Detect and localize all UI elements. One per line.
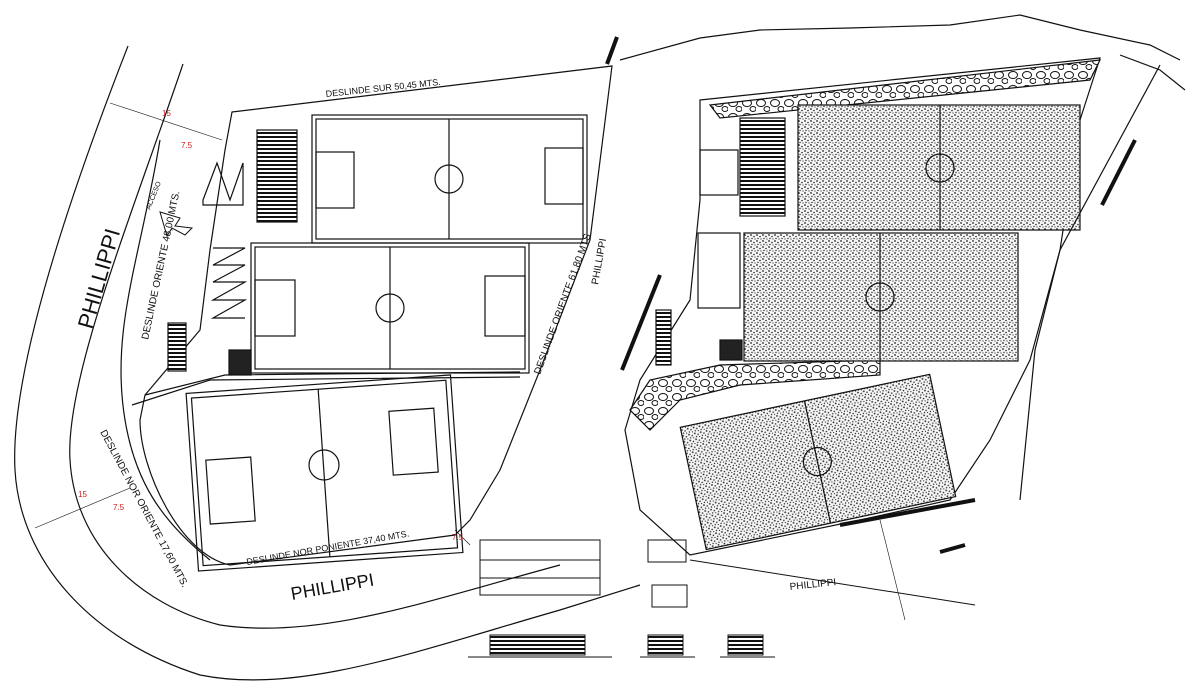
bleacher-top <box>256 129 298 223</box>
building-section-detail <box>489 634 586 656</box>
access-wall-2 <box>131 376 521 406</box>
field-c-midline <box>803 400 832 524</box>
access-label: ACCESO <box>145 180 163 211</box>
dimension-line-road <box>879 519 906 621</box>
field-b-turf <box>743 232 1019 362</box>
terrain-contour <box>619 14 1181 61</box>
field-a-center-circle <box>925 153 955 183</box>
small-elevation-detail <box>651 584 688 608</box>
thick-mark-3 <box>620 274 662 371</box>
terrain-line-right <box>1119 54 1186 91</box>
field-3-box-right <box>388 407 439 476</box>
thick-mark-2 <box>1100 139 1137 206</box>
thick-mark-1 <box>605 36 619 65</box>
field-1-center-circle <box>434 164 464 194</box>
field-a-turf <box>797 104 1081 231</box>
building-plan-detail <box>479 539 601 596</box>
gravel-border-bottom <box>629 359 881 431</box>
left-site-plan <box>14 45 641 681</box>
direction-arrow-right <box>1019 64 1161 501</box>
lot-boundary <box>139 65 613 566</box>
field-1-box-right <box>544 147 584 205</box>
field-1-box-left <box>315 151 355 209</box>
street-label-phillippi-left: PHILLIPPI <box>73 226 125 332</box>
entry-block <box>699 149 739 196</box>
boundary-nor-oriente-label: DESLINDE NOR ORIENTE 17,60 MTS. <box>97 428 190 589</box>
dimension-line-right <box>454 529 471 546</box>
dim-75-top: 7.5 <box>181 141 193 150</box>
dim-75-right: 7.5 <box>452 533 464 542</box>
dim-75-bottom: 7.5 <box>113 503 125 512</box>
restroom-block <box>697 232 741 309</box>
bench-right <box>228 349 252 376</box>
dim-15-bottom: 15 <box>78 490 87 499</box>
field-3-center-circle <box>308 449 340 481</box>
gravel-border-top <box>708 59 1102 119</box>
field-3-box-left <box>205 456 256 525</box>
dark-bench <box>719 339 743 361</box>
road-outer-edge <box>14 45 641 681</box>
boundary-sur-label: DESLINDE SUR 50,45 MTS. <box>325 77 441 99</box>
street-label-phillippi-right-bottom: PHILLIPPI <box>789 577 837 593</box>
boundary-oriente-right-label: DESLINDE ORIENTE 61,80 MTS. <box>532 230 594 376</box>
field-c-center-circle <box>802 446 832 477</box>
detail-drawings <box>468 539 775 658</box>
stairs-mid <box>210 247 248 319</box>
small-section-a <box>647 634 684 656</box>
bench-left <box>167 322 187 372</box>
field-3-outer <box>185 374 464 572</box>
street-label-phillippi-bottom: PHILLIPPI <box>289 570 375 604</box>
road-edge-bottom-right <box>689 559 976 606</box>
field-2-outer <box>250 242 530 374</box>
small-section-b <box>727 634 764 656</box>
field-2-box-left <box>254 279 296 337</box>
thick-mark-5 <box>939 543 966 554</box>
dimension-line-bottom <box>34 487 131 529</box>
dim-15-top: 15 <box>162 109 171 118</box>
road-inner-edge <box>69 63 561 629</box>
dark-bench-2 <box>655 309 672 366</box>
right-site-plan <box>605 14 1186 621</box>
road-inner-edge-2 <box>120 139 211 561</box>
small-plan-detail <box>647 539 687 563</box>
field-2-center-circle <box>375 293 405 323</box>
field-b-center-circle <box>865 282 895 312</box>
street-label-phillippi-right-top: PHILLIPPI <box>590 238 609 286</box>
stairs-top <box>202 161 244 206</box>
thick-mark-4 <box>839 498 976 527</box>
field-2-box-right <box>484 275 526 337</box>
right-bleacher <box>739 117 786 217</box>
field-3-midline <box>317 389 331 557</box>
dimension-line-top <box>109 102 223 141</box>
